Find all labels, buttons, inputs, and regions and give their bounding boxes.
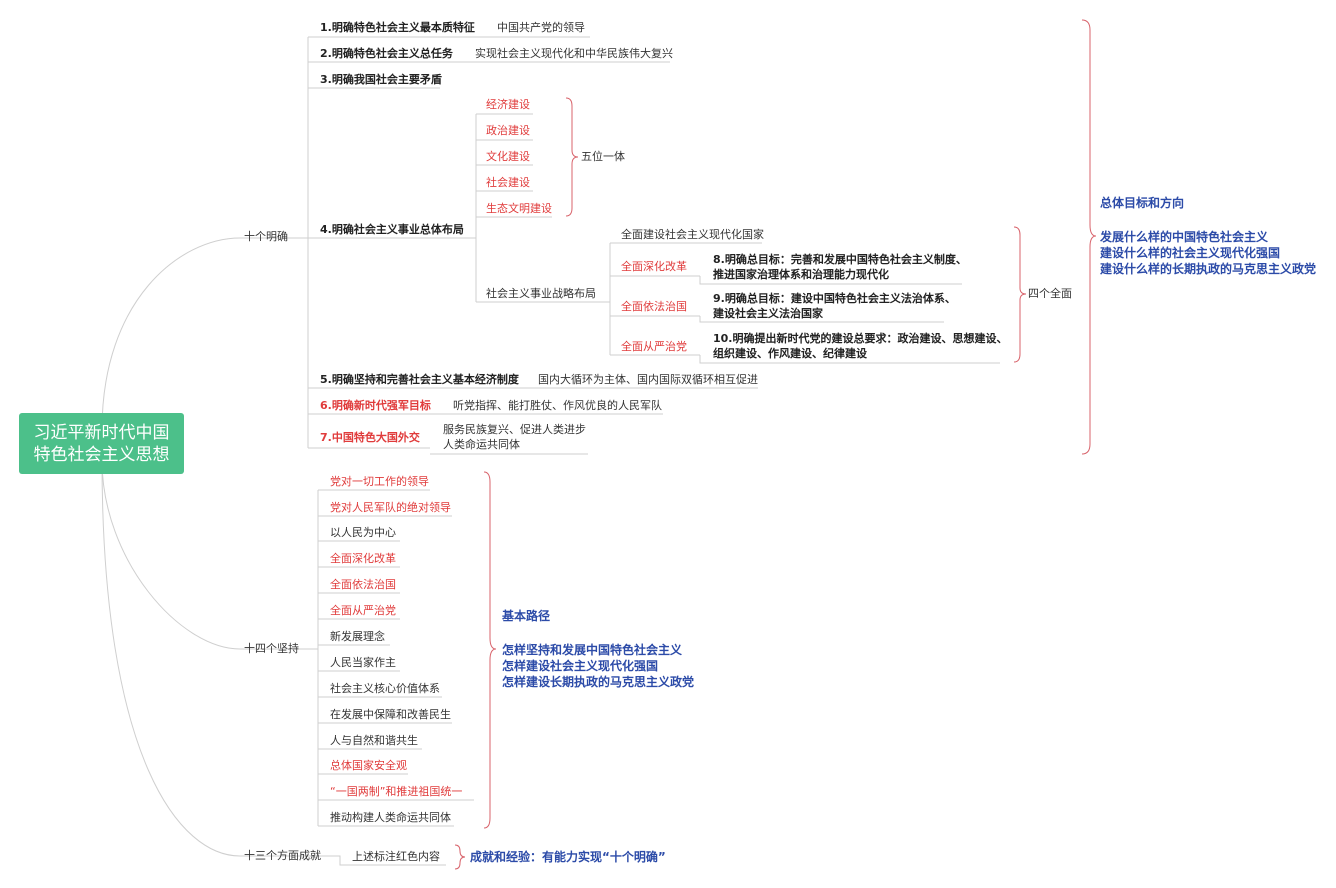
strategic-layout[interactable]: 社会主义事业战略布局 [486, 287, 596, 300]
adherence-6[interactable]: 全面从严治党 [330, 604, 396, 617]
adherence-3[interactable]: 以人民为中心 [330, 526, 396, 539]
root-title-line2: 特色社会主义思想 [33, 444, 170, 465]
five-in-one-social[interactable]: 社会建设 [486, 176, 530, 189]
adherence-12[interactable]: 总体国家安全观 [330, 759, 407, 772]
five-in-one-summary[interactable]: 五位一体 [581, 150, 625, 163]
fourteen-summary-line1[interactable]: 怎样坚持和发展中国特色社会主义 [502, 643, 683, 657]
fourteen-summary-line2[interactable]: 怎样建设社会主义现代化强国 [502, 659, 659, 673]
clarification-6[interactable]: 6.明确新时代强军目标 [320, 399, 431, 412]
clarification-1[interactable]: 1.明确特色社会主义最本质特征 [320, 21, 475, 34]
ten-summary-line3[interactable]: 建设什么样的长期执政的马克思主义政党 [1100, 262, 1317, 276]
clarification-10-line1[interactable]: 10.明确提出新时代党的建设总要求：政治建设、思想建设、 [713, 332, 1008, 345]
adherence-14[interactable]: 推动构建人类命运共同体 [330, 811, 451, 824]
four-comprehensive-party[interactable]: 全面从严治党 [621, 340, 687, 353]
adherence-1[interactable]: 党对一切工作的领导 [330, 475, 429, 488]
clarification-8-line2[interactable]: 推进国家治理体系和治理能力现代化 [713, 268, 889, 281]
four-comprehensive-modernize[interactable]: 全面建设社会主义现代化国家 [621, 228, 764, 241]
five-in-one-cultural[interactable]: 文化建设 [486, 150, 530, 163]
four-comprehensive-law[interactable]: 全面依法治国 [621, 300, 687, 313]
ten-summary-title[interactable]: 总体目标和方向 [1100, 196, 1185, 210]
thirteen-summary[interactable]: 成就和经验：有能力实现“十个明确” [470, 850, 666, 864]
branch-fourteen-adherences[interactable]: 十四个坚持 [244, 642, 299, 655]
adherence-8[interactable]: 人民当家作主 [330, 656, 396, 669]
clarification-10-line2[interactable]: 组织建设、作风建设、纪律建设 [713, 347, 867, 360]
clarification-3[interactable]: 3.明确我国社会主要矛盾 [320, 73, 442, 86]
root-topic[interactable]: 习近平新时代中国 特色社会主义思想 [19, 413, 184, 474]
clarification-7-detail-line1[interactable]: 服务民族复兴、促进人类进步 [443, 423, 586, 436]
ten-summary-line1[interactable]: 发展什么样的中国特色社会主义 [1100, 230, 1269, 244]
adherence-4[interactable]: 全面深化改革 [330, 552, 396, 565]
adherence-11[interactable]: 人与自然和谐共生 [330, 734, 418, 747]
four-comprehensive-reform[interactable]: 全面深化改革 [621, 260, 687, 273]
ten-summary-line2[interactable]: 建设什么样的社会主义现代化强国 [1100, 246, 1281, 260]
clarification-5[interactable]: 5.明确坚持和完善社会主义基本经济制度 [320, 373, 519, 386]
clarification-2-detail[interactable]: 实现社会主义现代化和中华民族伟大复兴 [475, 47, 673, 60]
adherence-10[interactable]: 在发展中保障和改善民生 [330, 708, 451, 721]
clarification-5-detail[interactable]: 国内大循环为主体、国内国际双循环相互促进 [538, 373, 758, 386]
clarification-6-detail[interactable]: 听党指挥、能打胜仗、作风优良的人民军队 [453, 399, 662, 412]
four-comprehensive-summary[interactable]: 四个全面 [1028, 287, 1072, 300]
clarification-9-line2[interactable]: 建设社会主义法治国家 [713, 307, 823, 320]
adherence-13[interactable]: “一国两制”和推进祖国统一 [330, 785, 463, 798]
fourteen-summary-title[interactable]: 基本路径 [502, 609, 551, 623]
adherence-5[interactable]: 全面依法治国 [330, 578, 396, 591]
clarification-2[interactable]: 2.明确特色社会主义总任务 [320, 47, 453, 60]
adherence-2[interactable]: 党对人民军队的绝对领导 [330, 501, 451, 514]
clarification-4[interactable]: 4.明确社会主义事业总体布局 [320, 223, 464, 236]
clarification-7[interactable]: 7.中国特色大国外交 [320, 431, 420, 444]
five-in-one-ecological[interactable]: 生态文明建设 [486, 202, 552, 215]
branch-thirteen-achievements[interactable]: 十三个方面成就 [244, 849, 321, 862]
clarification-8-line1[interactable]: 8.明确总目标：完善和发展中国特色社会主义制度、 [713, 253, 967, 266]
five-in-one-political[interactable]: 政治建设 [486, 124, 530, 137]
clarification-9-line1[interactable]: 9.明确总目标：建设中国特色社会主义法治体系、 [713, 292, 956, 305]
adherence-7[interactable]: 新发展理念 [330, 630, 385, 643]
fourteen-summary-line3[interactable]: 怎样建设长期执政的马克思主义政党 [502, 675, 695, 689]
clarification-7-detail-line2[interactable]: 人类命运共同体 [443, 438, 520, 451]
adherence-9[interactable]: 社会主义核心价值体系 [330, 682, 440, 695]
achievement-item[interactable]: 上述标注红色内容 [352, 850, 440, 863]
five-in-one-economic[interactable]: 经济建设 [486, 98, 530, 111]
root-title-line1: 习近平新时代中国 [33, 422, 170, 443]
branch-ten-clarifications[interactable]: 十个明确 [244, 230, 288, 243]
clarification-1-detail[interactable]: 中国共产党的领导 [497, 21, 585, 34]
